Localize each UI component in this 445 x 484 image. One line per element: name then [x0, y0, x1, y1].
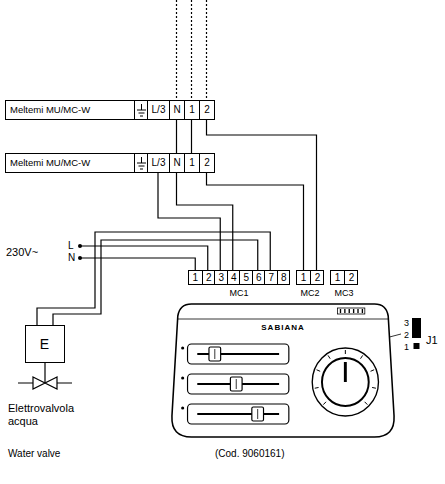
dotted-wire: [191, 0, 192, 100]
terminal: 4: [227, 271, 240, 284]
terminal: 8: [277, 271, 290, 284]
terminal-number: 2: [206, 273, 212, 283]
supply-wire: [80, 246, 208, 270]
terminal-block: 12MC3: [330, 270, 358, 285]
valve-caption: Water valve: [8, 448, 60, 460]
line-label: L: [68, 240, 74, 252]
pin-number: 3: [404, 318, 409, 328]
terminal-number: 2: [315, 273, 321, 283]
terminal: 2: [202, 271, 215, 284]
terminal-number: 6: [256, 273, 262, 283]
terminal: 1: [297, 271, 310, 284]
terminal-label: L/3: [152, 105, 166, 115]
valve-pipe: [18, 382, 72, 383]
terminal-number: 1: [301, 273, 307, 283]
earth-terminal: [134, 154, 147, 172]
supply-wire: [80, 258, 195, 270]
dotted-wire: [206, 0, 207, 100]
valve-body: [33, 377, 57, 389]
terminal-number: 3: [218, 273, 224, 283]
wire: [177, 173, 233, 270]
pin-number: 1: [404, 342, 409, 352]
wire: [176, 120, 177, 153]
unit-terminal-board: Meltemi MU/MC-W L/3 N12: [5, 153, 215, 173]
terminal: L/3: [147, 154, 169, 172]
unit-name: Meltemi MU/MC-W: [10, 105, 90, 115]
control-panel: SABIANA: [170, 300, 396, 440]
terminal: 2: [310, 271, 323, 284]
terminal-label: 2: [204, 158, 210, 168]
terminal-block: 12345678MC1: [188, 270, 290, 285]
valve-stem: [44, 363, 45, 383]
terminal: N: [169, 101, 184, 119]
terminal-label: 1: [189, 158, 195, 168]
supply-dot: [78, 256, 82, 260]
terminal-block: 12MC2: [296, 270, 324, 285]
terminal-label: L/3: [152, 158, 166, 168]
terminal-label: N: [173, 105, 180, 115]
dotted-wire: [176, 0, 177, 100]
panel-outline: [170, 300, 396, 440]
terminal: 1: [189, 271, 202, 284]
unit-name: Meltemi MU/MC-W: [10, 158, 90, 168]
unit-terminal-board: Meltemi MU/MC-W L/3 N12: [5, 100, 215, 120]
terminal: 1: [184, 154, 199, 172]
terminal-block-name: MC1: [229, 289, 248, 298]
pin-number: 2: [404, 330, 409, 340]
wire: [158, 173, 220, 270]
supply-label: 230V~: [6, 246, 38, 259]
valve-actuator-box: E: [25, 325, 65, 363]
terminal-block-name: MC3: [334, 289, 353, 298]
terminal: 2: [344, 271, 357, 284]
jumper-pin: [414, 343, 420, 349]
terminal: 1: [184, 101, 199, 119]
terminal-number: 4: [231, 273, 237, 283]
terminal-block-name: MC2: [300, 289, 319, 298]
terminal-label: 2: [204, 105, 210, 115]
terminal: 1: [331, 271, 344, 284]
terminal: 7: [264, 271, 277, 284]
supply-dot: [78, 244, 82, 248]
terminal: 2: [199, 154, 214, 172]
terminal-label: N: [173, 158, 180, 168]
terminal-label: 1: [189, 105, 195, 115]
valve-caption: Elettrovalvola acqua: [8, 402, 90, 427]
wire: [207, 173, 304, 270]
terminal: N: [169, 154, 184, 172]
brand-name: SABIANA: [261, 324, 304, 332]
terminal: L/3: [147, 101, 169, 119]
terminal-number: 1: [192, 273, 198, 283]
terminal-number: 7: [268, 273, 274, 283]
neutral-label: N: [68, 252, 75, 264]
jumper-cap: [412, 318, 421, 338]
terminal-number: 8: [281, 273, 287, 283]
code-caption: (Cod. 9060161): [215, 448, 285, 460]
terminal: 2: [199, 101, 214, 119]
terminal-number: 5: [243, 273, 249, 283]
wire: [207, 120, 317, 270]
valve-letter: E: [40, 337, 49, 351]
terminal: 5: [239, 271, 252, 284]
terminal: 6: [252, 271, 265, 284]
earth-terminal: [134, 101, 147, 119]
terminal-number: 1: [335, 273, 341, 283]
wire: [191, 120, 192, 153]
terminal-number: 2: [349, 273, 355, 283]
terminal: 3: [214, 271, 227, 284]
jumper-name: J1: [426, 334, 438, 347]
